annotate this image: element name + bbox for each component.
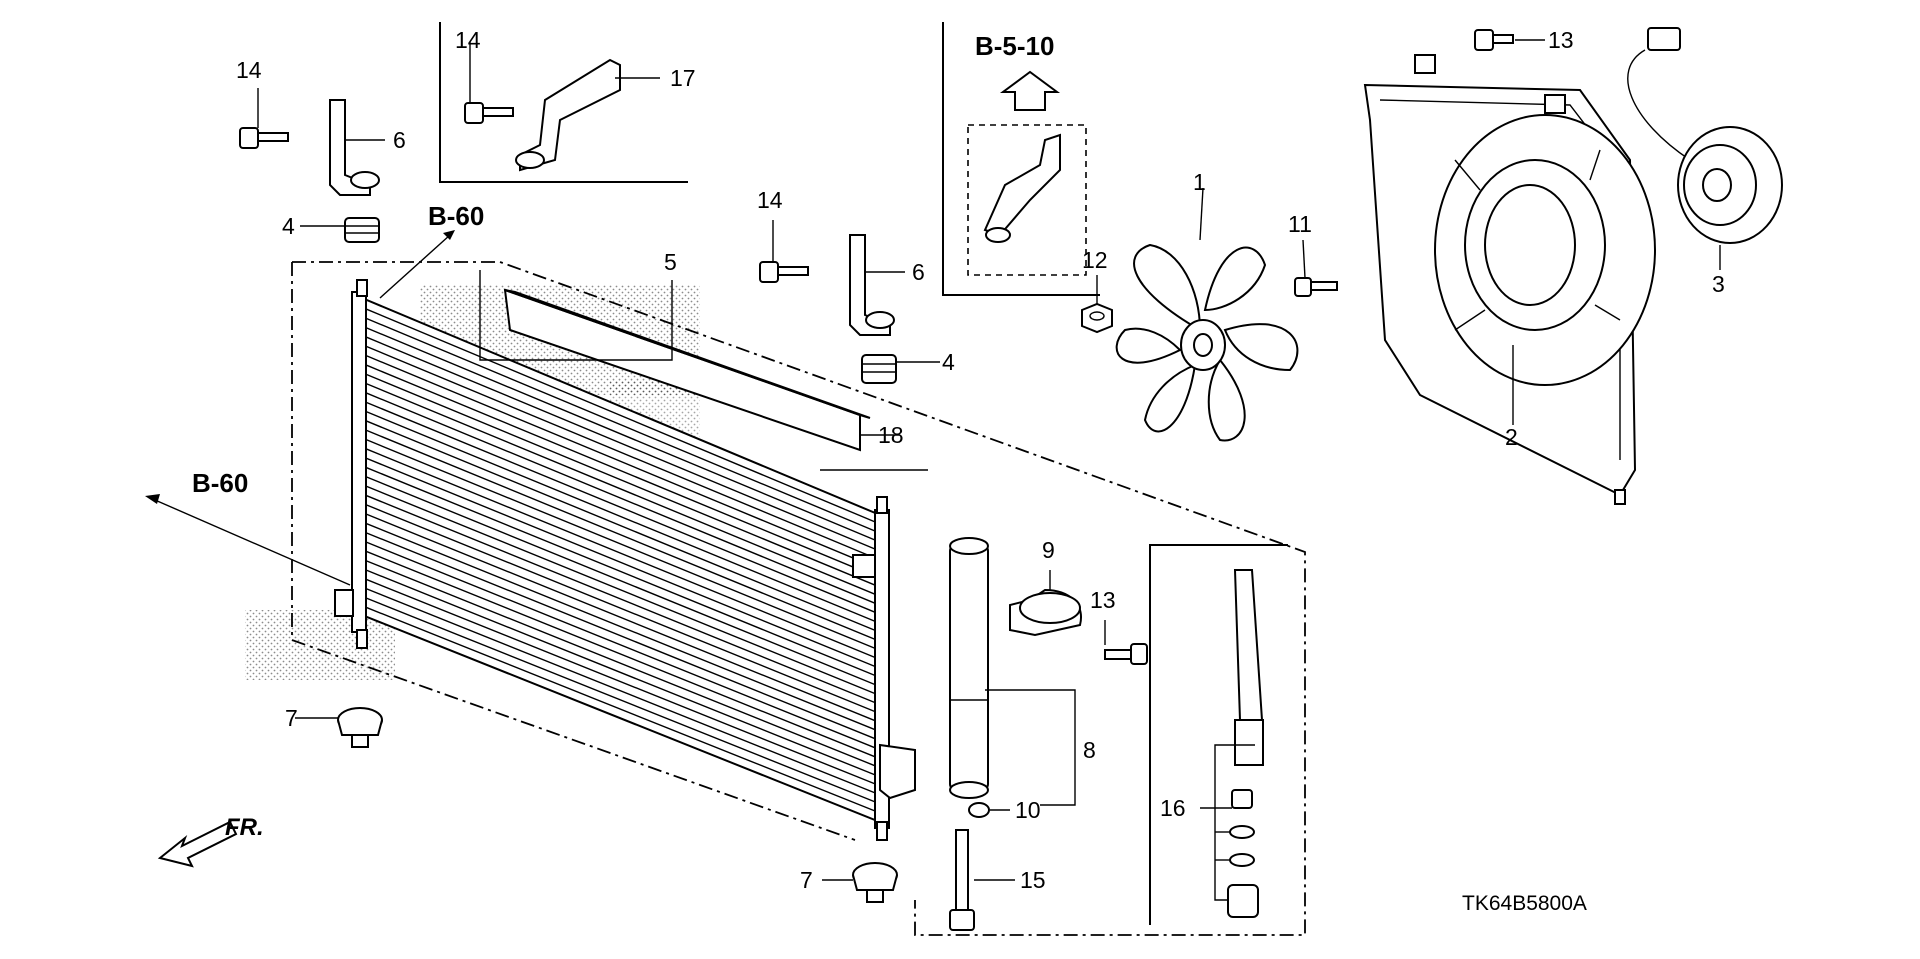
condenser-fin [361,437,881,652]
callout-2: 2 [1505,424,1518,450]
stipple-shade-left [245,610,395,680]
callout-9: 9 [1042,537,1055,563]
callout-14-mid: 14 [455,27,481,53]
callout-13-mid: 13 [1090,587,1116,613]
condenser-fin [361,362,881,579]
o-ring-part-10[interactable] [968,802,990,818]
callout-16: 16 [1160,795,1186,821]
grommet-part-4-right[interactable] [861,354,897,384]
mount-part-7-left[interactable] [337,707,383,748]
condenser-fin [361,399,881,615]
condenser-fin [361,427,881,643]
inset-frame-17 [439,22,688,183]
front-label: FR. [225,814,264,841]
condenser-fin [361,409,881,625]
callout-4-left: 4 [282,213,295,239]
condenser-fin [361,306,881,525]
bracket-part-6-right[interactable] [849,234,895,336]
receiver-dryer-part-8[interactable] [949,537,989,799]
callout-11: 11 [1288,211,1312,237]
bracket-b510 [983,133,1061,237]
condenser-fin [361,483,881,697]
callout-4-right: 4 [942,349,955,375]
callout-1: 1 [1193,169,1206,195]
inset-dashed-box [967,124,1087,276]
condenser-fin [361,371,881,588]
bolt-part-14-right[interactable] [759,261,809,283]
condenser-fin [361,595,881,805]
condenser-fin [361,605,881,814]
callout-6-left: 6 [393,127,406,153]
condenser-fin [361,315,881,534]
leader-lines [257,39,1721,901]
bolt-part-14-left[interactable] [239,127,289,149]
condenser-fin [361,474,881,688]
condenser-fin [361,455,881,670]
bolt-part-13-mid[interactable] [1104,643,1148,665]
filter-part-16[interactable] [1227,569,1264,918]
callout-13-top: 13 [1548,27,1574,53]
bracket-b510-hole [985,227,1011,243]
nut-part-12[interactable] [1081,302,1113,334]
callout-7-right: 7 [800,867,813,893]
callout-8: 8 [1083,737,1096,763]
fan-shroud-part-2[interactable] [1363,54,1656,505]
condenser-fin [361,558,881,769]
condenser-fin [361,446,881,661]
condenser-fin [361,521,881,733]
condenser-fin [361,418,881,634]
callout-6-right: 6 [912,259,925,285]
bracket-part-6-left[interactable] [329,99,380,196]
condenser-fin [361,530,881,742]
inset-frame-16 [1149,544,1288,925]
bolt-part-13-top[interactable] [1474,29,1514,51]
callout-5: 5 [664,249,677,275]
clamp-part-9[interactable] [1009,588,1082,637]
bolt-part-14-mid[interactable] [464,102,514,124]
front-direction-arrow: FR. [157,814,264,868]
condenser-fin [361,539,881,751]
condenser-fin [361,381,881,597]
callout-12: 12 [1082,247,1108,273]
callout-10: 10 [1015,797,1041,823]
condenser-fin [361,390,881,606]
condenser-fin [361,502,881,715]
arrow-up-b510 [999,70,1061,111]
fan-motor-part-3[interactable] [1627,27,1783,244]
condenser-fin [361,343,881,561]
condenser-fin [361,325,881,543]
condenser-fin [361,493,881,706]
fan-part-1[interactable] [1115,243,1299,442]
bracket-part-17[interactable] [515,58,621,172]
inset-frame-b510 [942,22,1100,296]
bolt-part-11[interactable] [1294,277,1338,297]
condenser-fin [361,549,881,760]
callout-18: 18 [878,422,904,448]
condenser-fin [361,586,881,796]
callout-15: 15 [1020,867,1046,893]
callout-3: 3 [1712,271,1725,297]
mount-part-7-right[interactable] [852,862,898,903]
condenser-fin [361,465,881,679]
diagram-code: TK64B5800A [1462,892,1587,915]
condenser-fin [361,567,881,778]
callout-14-left: 14 [236,57,262,83]
grommet-part-4-left[interactable] [344,217,380,243]
callout-17: 17 [670,65,696,91]
ref-b60-top: B-60 [428,201,484,231]
ref-b60-left: B-60 [192,468,248,498]
bolt-part-15[interactable] [949,829,975,931]
callout-7-left: 7 [285,705,298,731]
condenser-part-5[interactable] [334,279,916,841]
condenser-fin [361,511,881,724]
condenser-fin [361,353,881,570]
ref-arrow-b60-top [379,230,455,299]
callout-14-right: 14 [757,187,783,213]
ref-arrow-b60-left [145,494,351,586]
condenser-fin [361,577,881,787]
seal-strip-part-18[interactable] [503,288,871,452]
condenser-fin [361,334,881,552]
ref-b510: B-5-10 [975,31,1054,61]
